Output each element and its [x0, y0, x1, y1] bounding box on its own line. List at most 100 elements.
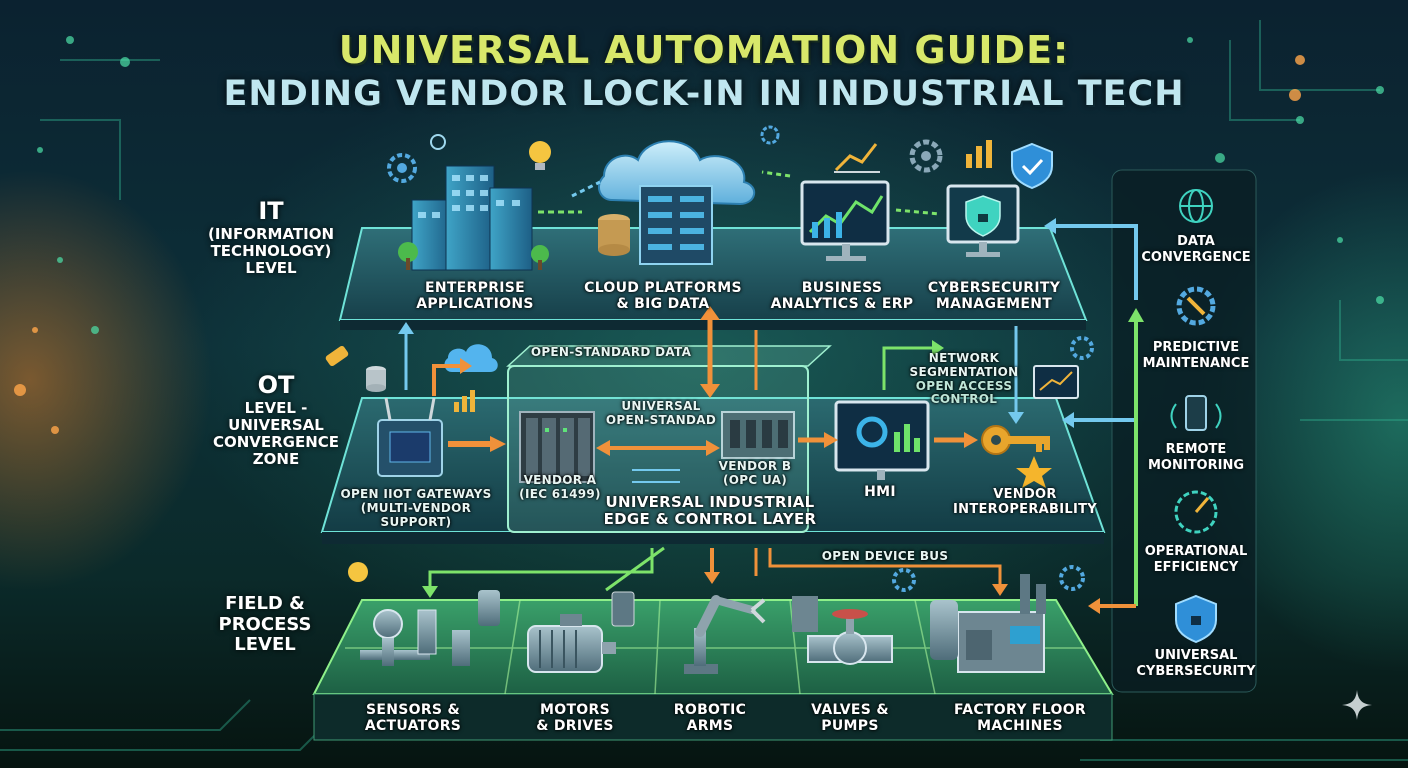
it-item-cloud: CLOUD PLATFORMS & BIG DATA — [578, 280, 748, 312]
plc-vendor-b-icon — [721, 411, 795, 459]
field-level-line-1: FIELD & — [225, 593, 305, 614]
gear-icon — [1059, 565, 1085, 591]
lightbulb-icon — [430, 134, 446, 150]
ot-level-line-1: OT — [257, 371, 295, 399]
circuit-dots — [37, 36, 1384, 334]
network-line-2: SEGMENTATION — [909, 364, 1019, 379]
glow-dots — [14, 55, 1305, 434]
sidebar-item-line-2: MONITORING — [1147, 457, 1245, 473]
field-item-valves: VALVES & PUMPS — [790, 702, 910, 734]
vendor-a-line-1: VENDOR A — [523, 473, 597, 487]
ot-level-line-5: ZONE — [252, 450, 300, 469]
gear-icon — [892, 568, 916, 592]
ot-level-label: OT LEVEL - UNIVERSAL CONVERGENCE ZONE — [206, 371, 346, 469]
field-item-line-1: SENSORS & — [366, 702, 460, 718]
field-item-line-2: & DRIVES — [536, 718, 614, 735]
edge-layer-line-2: EDGE & CONTROL LAYER — [603, 510, 817, 529]
lightbulb-icon — [529, 141, 551, 170]
interop-label: VENDOR INTEROPERABILITY — [950, 487, 1100, 518]
field-item-line-2: MACHINES — [977, 718, 1063, 735]
field-platform-base — [313, 693, 1113, 741]
arrow-heads — [398, 218, 1144, 614]
vendor-b-line-1: VENDOR B — [718, 459, 792, 473]
field-item-line-1: ROBOTIC — [673, 702, 747, 718]
interop-line-2: INTEROPERABILITY — [953, 501, 1097, 517]
plug-icon — [325, 345, 349, 367]
smartphone-signal-icon — [1170, 395, 1222, 431]
plc-vendor-a-icon — [519, 411, 595, 483]
sidebar-item-line-1: UNIVERSAL — [1154, 648, 1238, 663]
valve-pump-icon — [792, 596, 893, 665]
sidebar-item-data-convergence: DATA CONVERGENCE — [1136, 234, 1256, 265]
vendor-a-label: VENDOR A (IEC 61499) — [500, 473, 620, 502]
universal-open-label: UNIVERSAL OPEN-STANDAD — [596, 399, 726, 428]
lightbulb-icon — [348, 562, 368, 582]
open-device-bus-label: OPEN DEVICE BUS — [821, 549, 949, 563]
sidebar-item-remote-monitoring: REMOTE MONITORING — [1136, 442, 1256, 473]
it-level-line-2: (INFORMATION — [207, 224, 335, 243]
gear-wrench-icon — [1176, 286, 1216, 326]
it-item-line-2: MANAGEMENT — [935, 296, 1053, 313]
ot-level-line-4: CONVERGENCE — [212, 433, 340, 452]
sidebar-item-line-2: CYBERSECURITY — [1136, 663, 1256, 679]
title-line-2: ENDING VENDOR LOCK-IN IN INDUSTRIAL TECH — [223, 74, 1185, 114]
vendor-a-line-2: (IEC 61499) — [519, 486, 601, 501]
sidebar-panel — [1111, 169, 1257, 693]
it-item-line-1: ENTERPRISE — [424, 280, 526, 296]
it-item-line-2: ANALYTICS & ERP — [770, 296, 914, 313]
gateway-label: OPEN IIOT GATEWAYS (MULTI-VENDOR SUPPORT… — [326, 487, 506, 529]
bar-chart-icon — [454, 390, 475, 412]
ot-level-line-3: UNIVERSAL — [228, 415, 324, 434]
sidebar-item-line-2: CONVERGENCE — [1141, 249, 1251, 265]
sidebar-item-line-2: MAINTENANCE — [1142, 355, 1250, 371]
sidebar-item-line-1: DATA — [1177, 234, 1215, 249]
it-item-line-2: APPLICATIONS — [416, 296, 534, 313]
sensors-actuators-icon — [360, 590, 500, 666]
gear-icon — [1070, 336, 1094, 360]
field-item-robotic: ROBOTIC ARMS — [650, 702, 770, 734]
security-monitor-icon — [946, 184, 1020, 257]
gear-icon — [909, 139, 943, 173]
field-item-line-2: PUMPS — [821, 718, 879, 735]
title-line-1: UNIVERSAL AUTOMATION GUIDE: — [338, 28, 1070, 72]
it-item-line-1: BUSINESS — [801, 280, 883, 296]
gear-icon — [760, 125, 780, 145]
field-item-line-2: ACTUATORS — [364, 718, 462, 735]
network-line-1: NETWORK — [928, 351, 1000, 365]
gateway-line-2: (MULTI-VENDOR SUPPORT) — [360, 500, 472, 529]
vendor-b-label: VENDOR B (OPC UA) — [700, 459, 810, 488]
it-item-analytics: BUSINESS ANALYTICS & ERP — [762, 280, 922, 312]
field-level-line-2: PROCESS — [218, 613, 312, 635]
it-level-line-4: LEVEL — [245, 259, 297, 278]
gauge-icon — [1174, 490, 1218, 534]
field-item-sensors: SENSORS & ACTUATORS — [348, 702, 478, 734]
sidebar-item-line-2: EFFICIENCY — [1153, 559, 1239, 575]
hmi-label: HMI — [864, 484, 896, 500]
bar-chart-icon — [834, 143, 880, 173]
sidebar-item-universal-cybersecurity: UNIVERSAL CYBERSECURITY — [1136, 648, 1256, 679]
field-item-line-1: FACTORY FLOOR — [953, 702, 1086, 718]
it-item-line-2: & BIG DATA — [616, 296, 710, 313]
it-level-line-1: IT — [258, 197, 284, 225]
sidebar-item-operational-efficiency: OPERATIONAL EFFICIENCY — [1136, 544, 1256, 575]
network-line-3: OPEN ACCESS — [915, 378, 1013, 393]
sidebar-item-line-1: OPERATIONAL — [1144, 544, 1248, 559]
shield-lock-icon — [1175, 594, 1217, 644]
sidebar-item-line-1: PREDICTIVE — [1152, 340, 1240, 355]
motor-icon — [527, 591, 635, 673]
edge-layer-label: UNIVERSAL INDUSTRIAL EDGE & CONTROL LAYE… — [598, 493, 822, 529]
factory-machines-icon — [930, 574, 1046, 673]
cloud-servers-icon — [597, 140, 755, 265]
circuit-traces — [0, 20, 1408, 761]
gateway-line-1: OPEN IIOT GATEWAYS — [340, 487, 492, 501]
it-level-label: IT (INFORMATION TECHNOLOGY) LEVEL — [206, 197, 336, 278]
field-level-label: FIELD & PROCESS LEVEL — [210, 593, 320, 656]
shield-icon — [1011, 142, 1053, 190]
network-line-4: CONTROL — [930, 392, 998, 407]
interop-line-1: VENDOR — [993, 487, 1057, 502]
universal-open-line-2: OPEN-STANDAD — [605, 412, 717, 427]
field-level-line-3: LEVEL — [234, 634, 296, 656]
field-item-line-1: VALVES & — [811, 702, 889, 718]
